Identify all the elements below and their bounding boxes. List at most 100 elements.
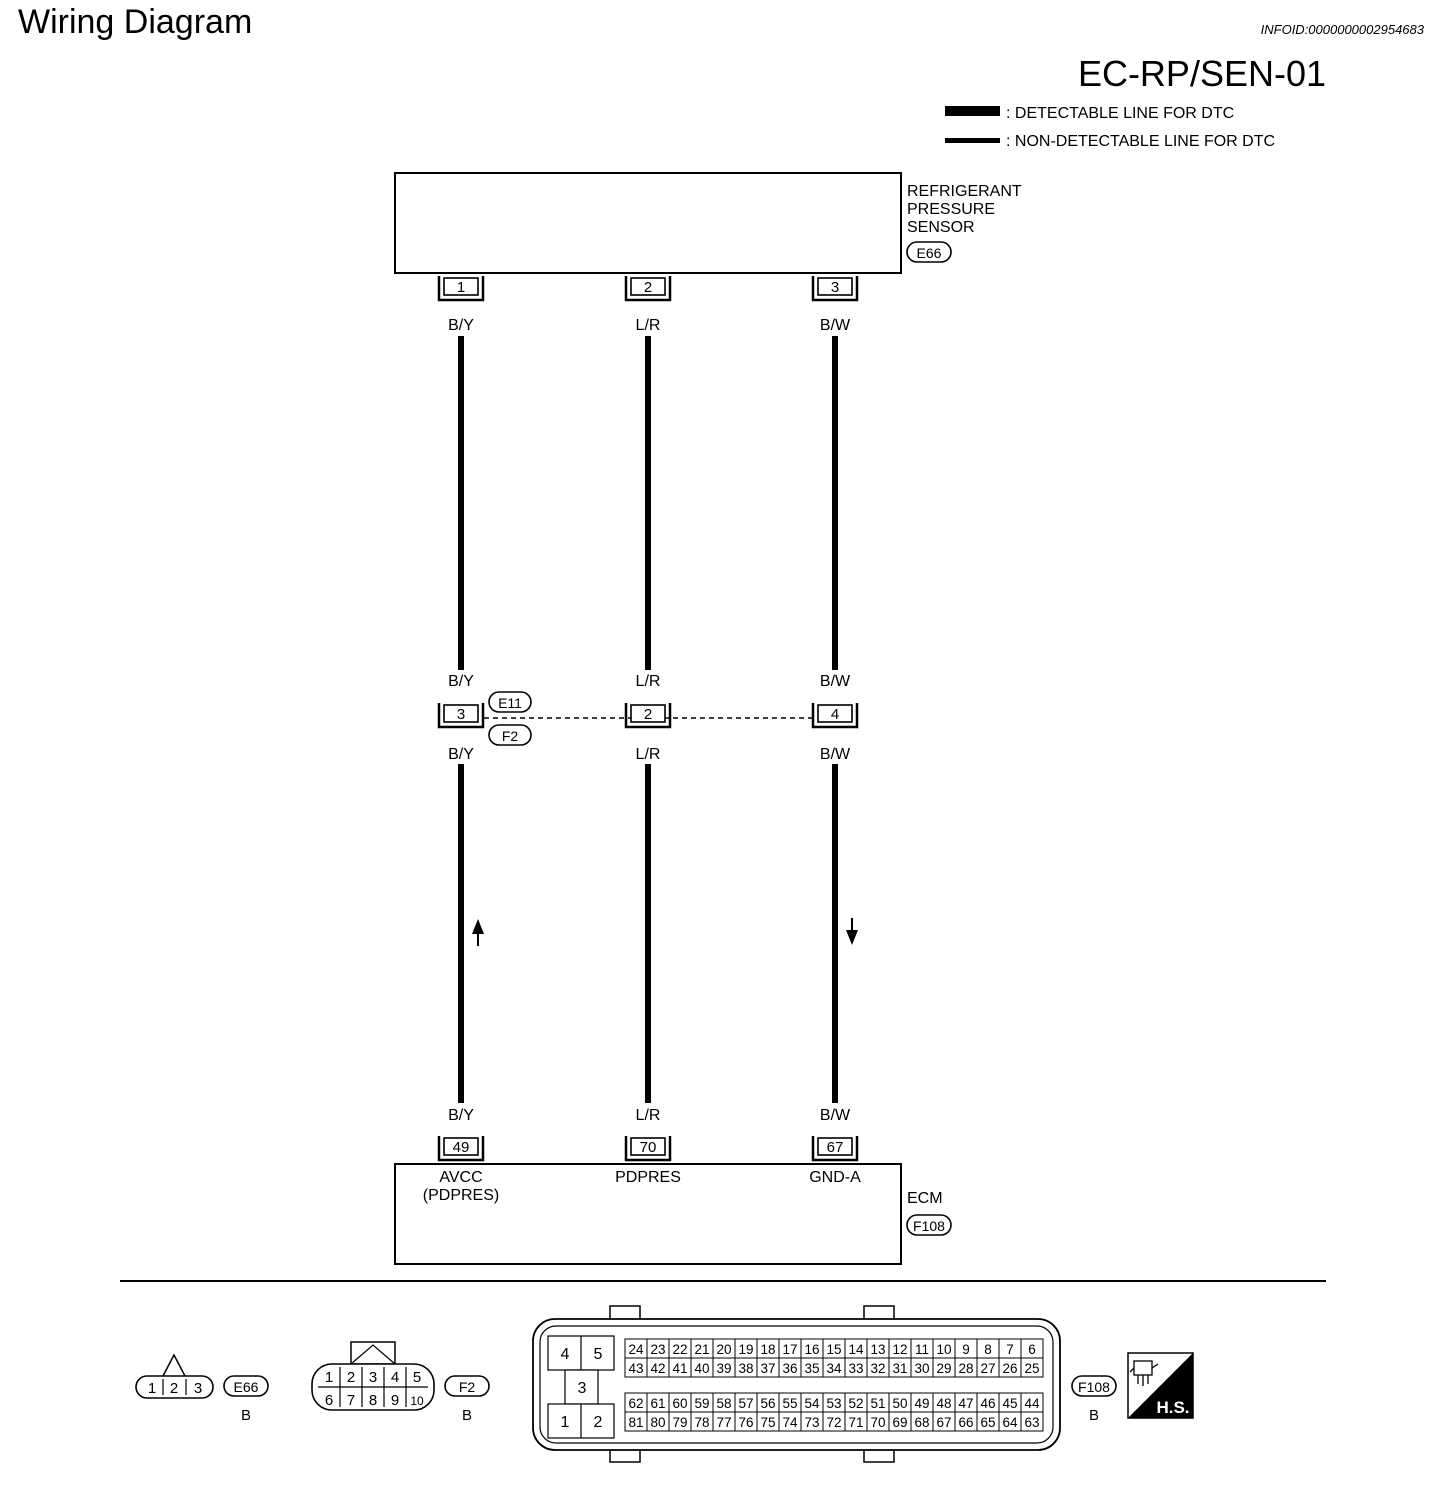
e66-housing: [135, 1375, 214, 1399]
f108-pin: 33: [848, 1361, 863, 1376]
f108-pin: 54: [804, 1396, 820, 1411]
pin-box: [443, 704, 479, 723]
wire-color-code: B/Y: [448, 317, 474, 334]
f108-pin: 39: [716, 1361, 731, 1376]
ecm-terminal-label-pdpres: PDPRES: [615, 1169, 681, 1186]
ecm-name: ECM: [907, 1190, 943, 1207]
junction-f2-badge: [488, 724, 532, 746]
f108-pin: 65: [980, 1415, 995, 1430]
f108-id-label: F108: [1078, 1379, 1110, 1395]
f108-pin: 37: [760, 1361, 775, 1376]
pin-number: 3: [457, 706, 465, 723]
f108-pin: 30: [914, 1361, 929, 1376]
f108-pin: 79: [672, 1415, 687, 1430]
f2-color-label: B: [462, 1407, 472, 1424]
wire-color-code: L/R: [636, 673, 661, 690]
wire-color-code: B/W: [820, 746, 851, 763]
f108-pin: 45: [1002, 1396, 1017, 1411]
ecm-connector-label: F108: [913, 1218, 945, 1234]
f108-pin: 80: [650, 1415, 665, 1430]
hs-badge-label: H.S.: [1156, 1398, 1189, 1417]
f108-pin: 56: [760, 1396, 775, 1411]
f2-pin: 10: [410, 1394, 424, 1408]
f108-pin: 13: [870, 1342, 885, 1357]
junction-f2-label: F2: [502, 728, 519, 744]
f108-pin: 8: [984, 1342, 992, 1357]
hs-badge-triangle: [1128, 1353, 1193, 1418]
wire-color-code: B/W: [820, 1107, 851, 1124]
pin-number: 1: [457, 279, 465, 296]
sensor-box: [394, 172, 902, 274]
f108-pin: 78: [694, 1415, 709, 1430]
f2-pin: 3: [369, 1369, 377, 1386]
diagram-code: EC-RP/SEN-01: [1077, 53, 1326, 94]
wire-color-code: B/W: [820, 317, 851, 334]
f108-pin: 31: [892, 1361, 907, 1376]
wires-layer: B/YB/YB/YB/Y1349L/RL/RL/RL/R2270B/WB/WB/…: [437, 276, 859, 1162]
f108-pin: 57: [738, 1396, 753, 1411]
f108-housing-inner: [539, 1325, 1054, 1444]
f108-pin: 58: [716, 1396, 731, 1411]
ecm-terminal-label-avcc: AVCC: [439, 1169, 482, 1186]
f108-pin: 9: [962, 1342, 970, 1357]
f108-pin: 36: [782, 1361, 797, 1376]
f108-pin: 40: [694, 1361, 709, 1376]
f108-pin: 38: [738, 1361, 753, 1376]
ecm-pin: 67: [811, 1136, 859, 1162]
junction-pin: 2: [624, 703, 672, 729]
f108-pin: 72: [826, 1415, 841, 1430]
f2-pin: 4: [391, 1369, 399, 1386]
f108-pin: 17: [782, 1342, 797, 1357]
f108-pin: 61: [650, 1396, 665, 1411]
f108-small-block-mid: [564, 1369, 599, 1405]
f108-pin: 20: [716, 1342, 731, 1357]
refrigerant-pressure-sensor: REFRIGERANT PRESSURE SENSOR E66: [394, 172, 1022, 274]
sensor-connector-label: E66: [917, 245, 942, 261]
f108-pin: 18: [760, 1342, 775, 1357]
f108-pin: 7: [1006, 1342, 1014, 1357]
wire-color-code: B/Y: [448, 746, 474, 763]
info-id: INFOID:0000000002954683: [1260, 22, 1424, 37]
ecm: AVCC (PDPRES) PDPRES GND-A ECM F108: [394, 1163, 952, 1265]
sensor-pin: 3: [811, 276, 859, 302]
sensor-name-line-1: REFRIGERANT: [907, 183, 1022, 200]
f108-pin: 14: [848, 1342, 864, 1357]
pin-bracket: [811, 276, 859, 302]
e66-id-badge: [223, 1375, 269, 1397]
pin-box: [443, 277, 479, 296]
f2-pin: 9: [391, 1392, 399, 1409]
e66-key-tab: [162, 1353, 186, 1377]
junction-pin: 4: [811, 703, 859, 729]
legend: : DETECTABLE LINE FOR DTC : NON-DETECTAB…: [945, 105, 1275, 150]
f108-pin: 49: [914, 1396, 929, 1411]
f108-pin: 10: [936, 1342, 951, 1357]
pin-number: 2: [644, 706, 652, 723]
f108-pin: 53: [826, 1396, 841, 1411]
f108-pin: 74: [782, 1415, 798, 1430]
f108-pin: 66: [958, 1415, 973, 1430]
f108-pin: 81: [628, 1415, 643, 1430]
sensor-name-line-3: SENSOR: [907, 219, 975, 236]
pin-bracket: [624, 1136, 672, 1162]
f108-pin: 27: [980, 1361, 995, 1376]
pin-number: 49: [453, 1139, 470, 1156]
pin-box: [443, 1137, 479, 1156]
f108-pin: 12: [892, 1342, 907, 1357]
wire-color-code: L/R: [636, 317, 661, 334]
f2-pin: 2: [347, 1369, 355, 1386]
hs-badge: H.S.: [1127, 1352, 1194, 1419]
f108-pin: 73: [804, 1415, 819, 1430]
f108-pin: 69: [892, 1415, 907, 1430]
f108-pin: 23: [650, 1342, 665, 1357]
f108-small-pin: 4: [561, 1346, 570, 1363]
f108-pin: 26: [1002, 1361, 1017, 1376]
f108-pin: 28: [958, 1361, 973, 1376]
f108-pin: 59: [694, 1396, 709, 1411]
f108-pin: 15: [826, 1342, 841, 1357]
pin-box: [630, 1137, 666, 1156]
ecm-terminal-label-gnd: GND-A: [809, 1169, 861, 1186]
f108-pin: 25: [1024, 1361, 1039, 1376]
